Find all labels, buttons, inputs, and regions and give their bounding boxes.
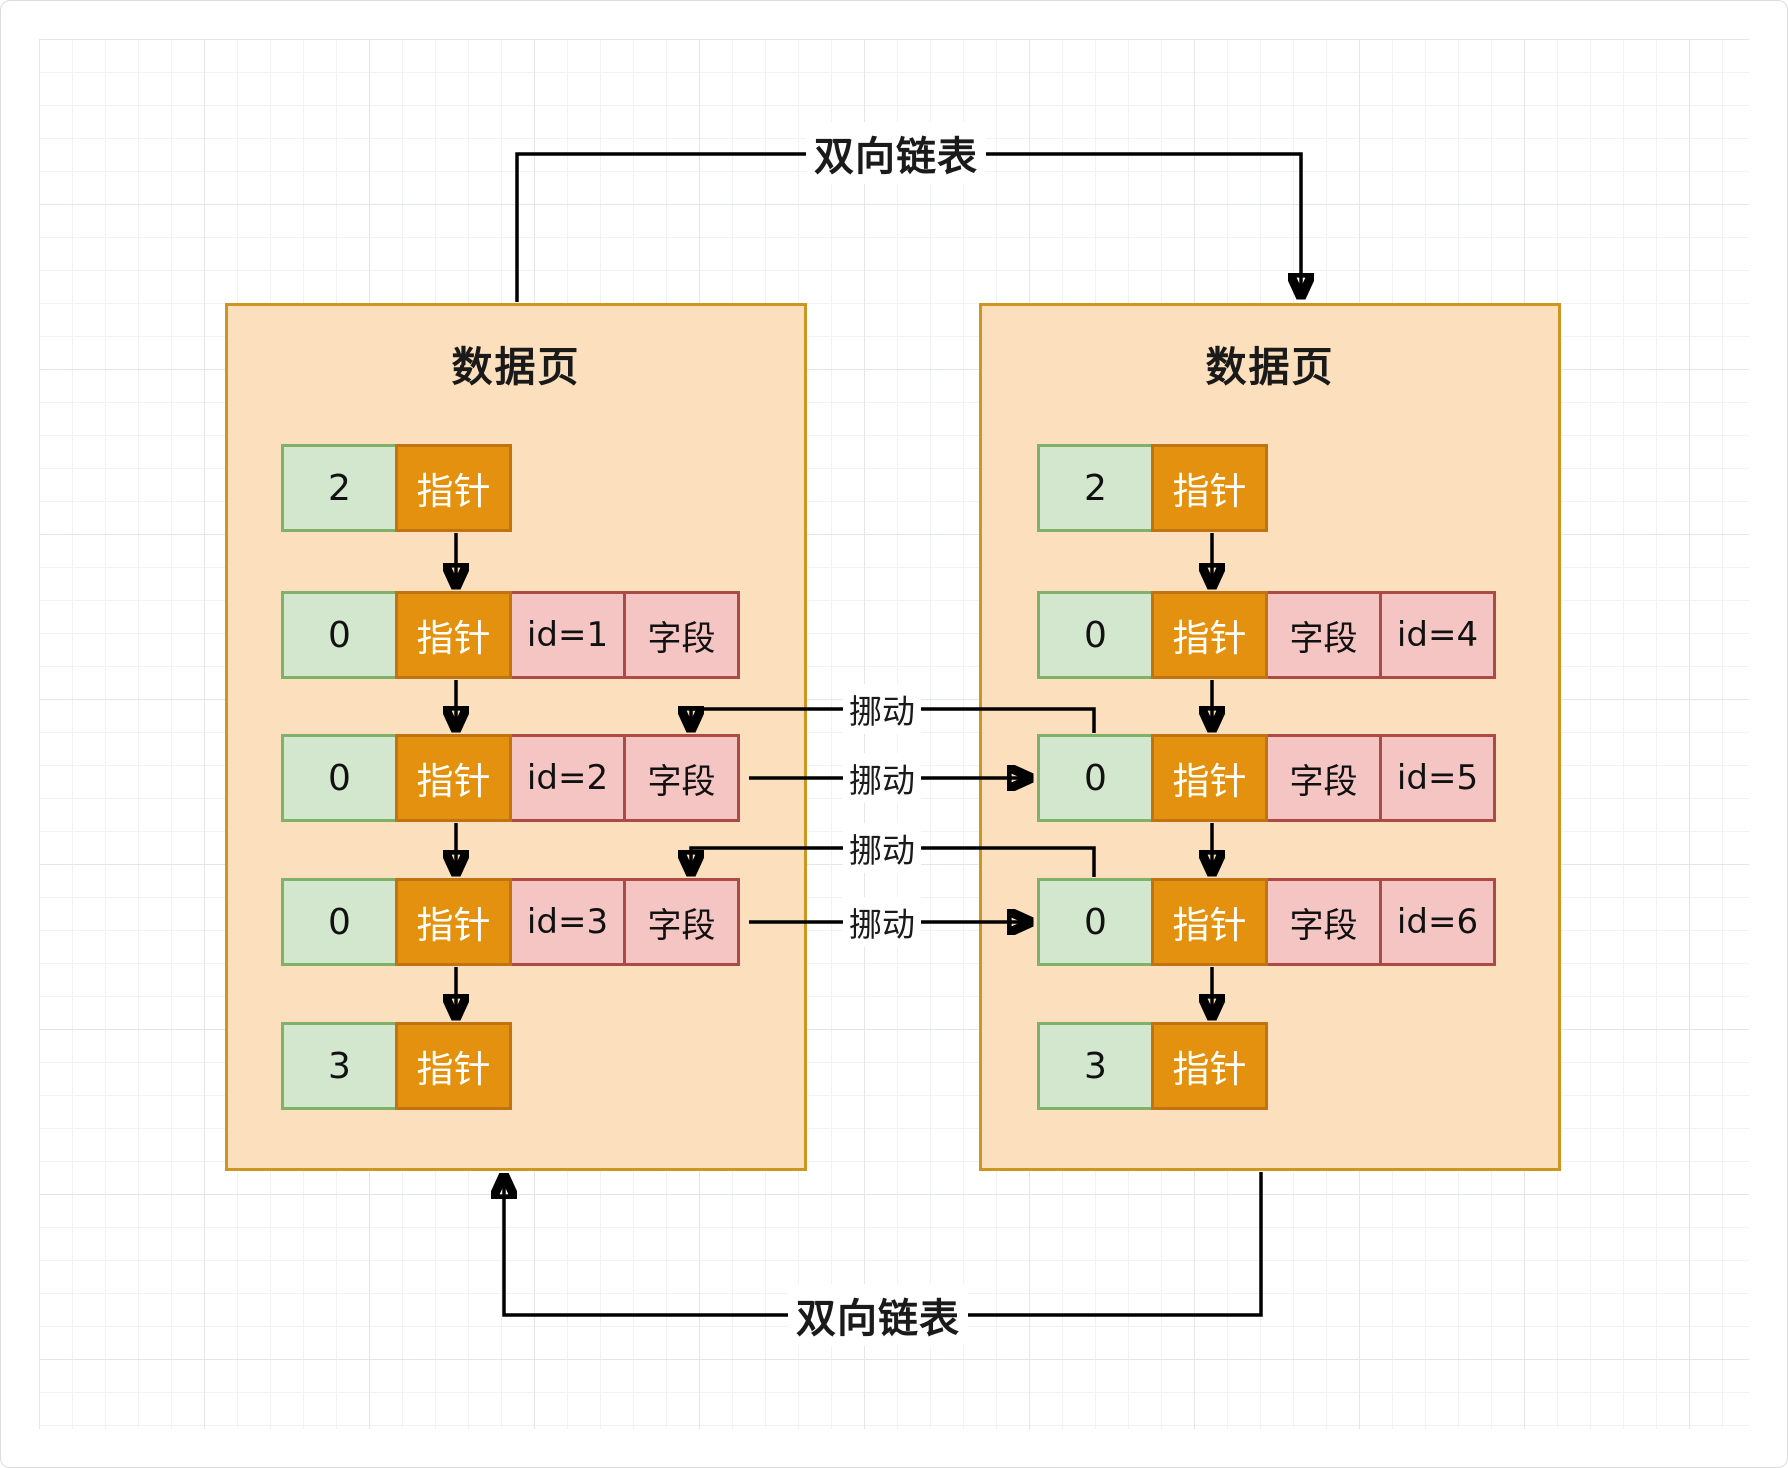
cell-pointer: 指针: [1151, 444, 1268, 532]
record-row: 0 指针 字段 id=4: [1037, 591, 1496, 679]
cell-count: 0: [281, 591, 398, 679]
cell-pointer: 指针: [395, 444, 512, 532]
cell-field: 字段: [1265, 591, 1382, 679]
cell-count: 3: [1037, 1022, 1154, 1110]
record-row: 3 指针: [1037, 1022, 1268, 1110]
move-label-4: 挪动: [843, 897, 921, 947]
cell-count: 0: [1037, 878, 1154, 966]
cell-pointer: 指针: [395, 734, 512, 822]
record-row: 0 指针 id=1 字段: [281, 591, 740, 679]
cell-count: 0: [281, 734, 398, 822]
cell-id: id=2: [509, 734, 626, 822]
cell-id: id=3: [509, 878, 626, 966]
cell-id: id=1: [509, 591, 626, 679]
cell-field: 字段: [623, 734, 740, 822]
cell-pointer: 指针: [395, 591, 512, 679]
cell-count: 3: [281, 1022, 398, 1110]
cell-count: 2: [281, 444, 398, 532]
cell-pointer: 指针: [395, 878, 512, 966]
record-row: 3 指针: [281, 1022, 512, 1110]
cell-field: 字段: [623, 878, 740, 966]
cell-count: 2: [1037, 444, 1154, 532]
cell-id: id=4: [1379, 591, 1496, 679]
move-label-3: 挪动: [843, 823, 921, 873]
record-row: 0 指针 字段 id=6: [1037, 878, 1496, 966]
move-label-2: 挪动: [843, 753, 921, 803]
cell-pointer: 指针: [1151, 1022, 1268, 1110]
cell-pointer: 指针: [1151, 734, 1268, 822]
record-row: 0 指针 字段 id=5: [1037, 734, 1496, 822]
record-row: 0 指针 id=2 字段: [281, 734, 740, 822]
record-row: 2 指针: [1037, 444, 1268, 532]
cell-count: 0: [1037, 734, 1154, 822]
page-title-right: 数据页: [1205, 343, 1335, 391]
cell-pointer: 指针: [1151, 878, 1268, 966]
cell-count: 0: [1037, 591, 1154, 679]
move-label-1: 挪动: [843, 684, 921, 734]
cell-field: 字段: [1265, 734, 1382, 822]
cell-id: id=6: [1379, 878, 1496, 966]
cell-field: 字段: [1265, 878, 1382, 966]
cell-id: id=5: [1379, 734, 1496, 822]
top-link-label: 双向链表: [806, 122, 986, 184]
cell-field: 字段: [623, 591, 740, 679]
page-title-left: 数据页: [451, 343, 581, 391]
cell-pointer: 指针: [395, 1022, 512, 1110]
cell-count: 0: [281, 878, 398, 966]
record-row: 0 指针 id=3 字段: [281, 878, 740, 966]
record-row: 2 指针: [281, 444, 512, 532]
cell-pointer: 指针: [1151, 591, 1268, 679]
bottom-link-label: 双向链表: [788, 1284, 968, 1346]
